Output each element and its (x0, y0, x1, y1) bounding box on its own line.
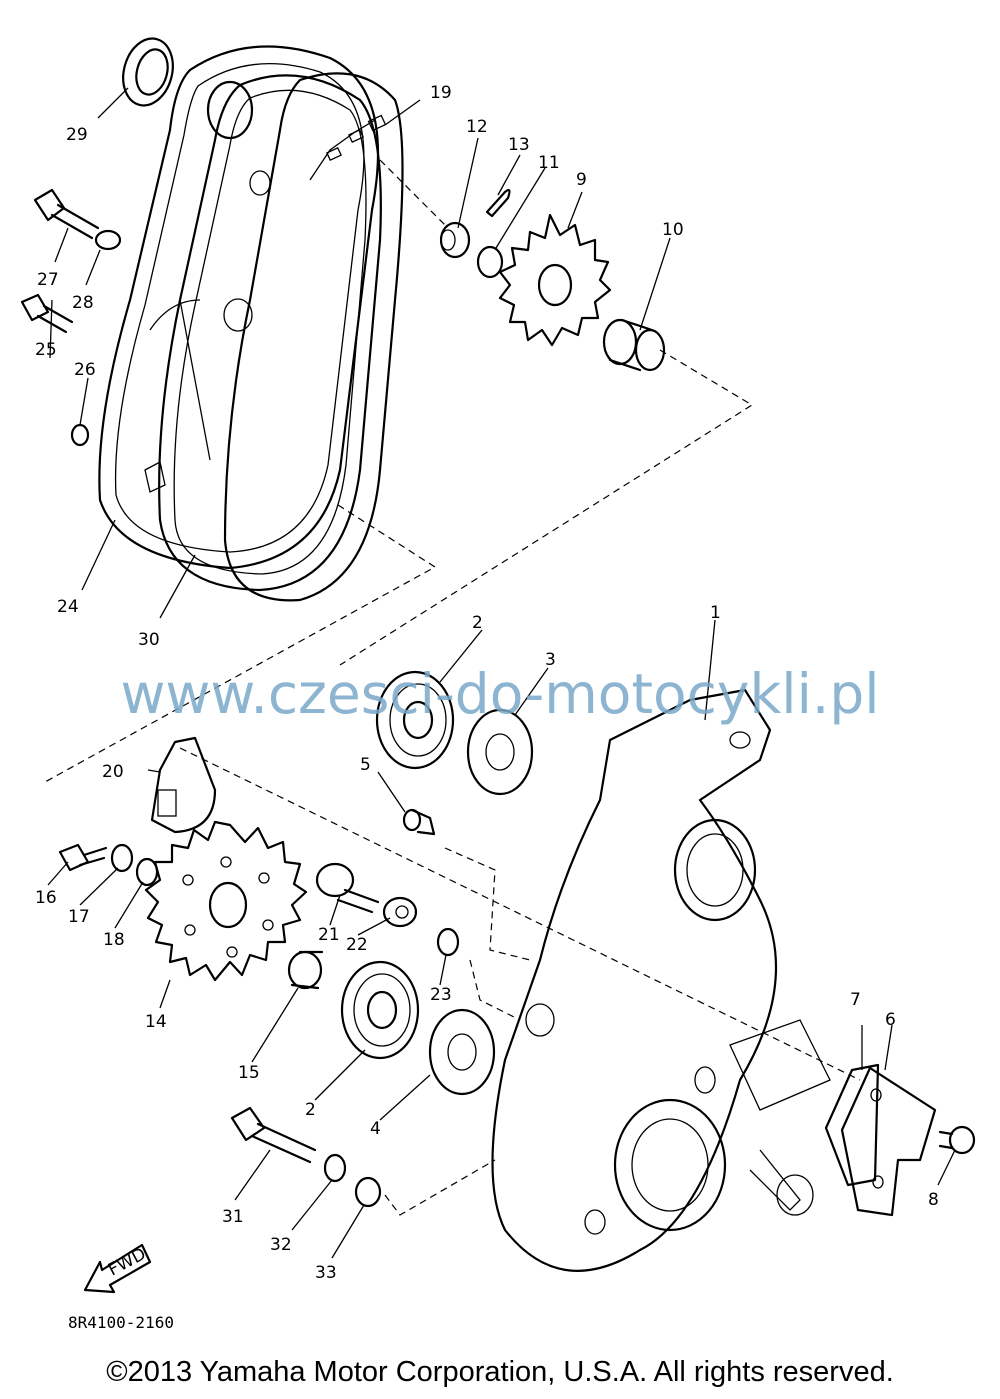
part-8-bolt (938, 1125, 976, 1155)
part-14-sprocket (144, 820, 308, 982)
callout-23: 23 (430, 985, 452, 1005)
callout-5: 5 (360, 755, 371, 775)
assembly-dash-line-upper (44, 504, 437, 783)
callout-13: 13 (508, 135, 530, 155)
callout-11: 11 (538, 153, 560, 173)
part-17-lock-washer (110, 843, 134, 873)
callout-4: 4 (370, 1119, 381, 1139)
callout-33: 33 (315, 1263, 337, 1283)
callout-8: 8 (928, 1190, 939, 1210)
assembly-dash-line-lower (179, 747, 861, 1081)
callout-21: 21 (318, 925, 340, 945)
assembly-dash-line-bottom (384, 1159, 496, 1216)
callout-numbers: 1 2 2 3 4 5 6 7 8 9 10 11 12 13 14 15 16… (35, 83, 939, 1283)
callout-22: 22 (346, 935, 368, 955)
callout-27: 27 (37, 270, 59, 290)
part-5-sensor (402, 808, 436, 836)
callout-30: 30 (138, 630, 160, 650)
watermark-url[interactable]: www.czesci-do-motocykli.pl (120, 662, 880, 726)
callout-17: 17 (68, 907, 90, 927)
part-29-seal (122, 37, 174, 107)
callout-16: 16 (35, 888, 57, 908)
callout-14: 14 (145, 1012, 167, 1032)
part-16-bolt (58, 843, 108, 872)
part-23-washer (436, 927, 460, 957)
part-7-gasket (824, 1063, 880, 1187)
assembly-dash-line-shaft (379, 159, 446, 226)
part-2-bearing-upper (375, 670, 455, 770)
callout-1: 1 (710, 603, 721, 623)
callout-12: 12 (466, 117, 488, 137)
part-28-washer (94, 229, 122, 251)
part-13-pin (485, 188, 511, 218)
leader-lines (47, 87, 956, 1259)
part-26-washer (70, 423, 90, 447)
assembly-dash-line-sensor (444, 847, 531, 961)
part-21-bolt (315, 862, 380, 914)
callout-20: 20 (102, 762, 124, 782)
part-3-seal (466, 708, 534, 796)
part-9-sprocket (498, 213, 612, 347)
callout-28: 28 (72, 293, 94, 313)
part-12-collar (439, 221, 471, 259)
callout-19: 19 (430, 83, 452, 103)
copyright-notice: ©2013 Yamaha Motor Corporation, U.S.A. A… (106, 1356, 894, 1388)
part-18-washer (135, 857, 159, 887)
part-19-chain (223, 72, 404, 602)
callout-24: 24 (57, 597, 79, 617)
callout-6: 6 (885, 1010, 896, 1030)
part-31-bolt (230, 1106, 317, 1164)
callout-3: 3 (545, 650, 556, 670)
callout-31: 31 (222, 1207, 244, 1227)
part-33-washer (354, 1176, 382, 1208)
part-27-bolt (33, 188, 100, 240)
callout-2-upper: 2 (472, 613, 483, 633)
part-4-seal (428, 1008, 496, 1096)
part-32-lock-washer (323, 1153, 347, 1183)
part-1-chain-case (491, 688, 831, 1272)
part-10-collar (602, 318, 666, 372)
callout-32: 32 (270, 1235, 292, 1255)
part-22-nut (382, 896, 418, 928)
part-15-collar (287, 950, 324, 990)
part-20-tensioner (150, 736, 217, 834)
callout-29: 29 (66, 125, 88, 145)
callout-9: 9 (576, 170, 587, 190)
part-25-bolt (20, 293, 74, 334)
part-30-gasket (158, 74, 382, 592)
callout-25: 25 (35, 340, 57, 360)
part-6-cover (840, 1066, 937, 1217)
callout-2-lower: 2 (305, 1100, 316, 1120)
callout-15: 15 (238, 1063, 260, 1083)
callout-26: 26 (74, 360, 96, 380)
diagram-code: 8R4100-2160 (68, 1313, 174, 1332)
assembly-dash-line-right (339, 349, 754, 666)
callout-7: 7 (850, 990, 861, 1010)
callout-10: 10 (662, 220, 684, 240)
part-11-washer (476, 245, 504, 279)
fwd-arrow-icon: FWD (83, 1243, 152, 1294)
part-2-bearing-lower (340, 960, 420, 1060)
callout-18: 18 (103, 930, 125, 950)
assembly-dash-line-washer (469, 959, 521, 1021)
part-24-chain-case-cover (98, 45, 380, 570)
